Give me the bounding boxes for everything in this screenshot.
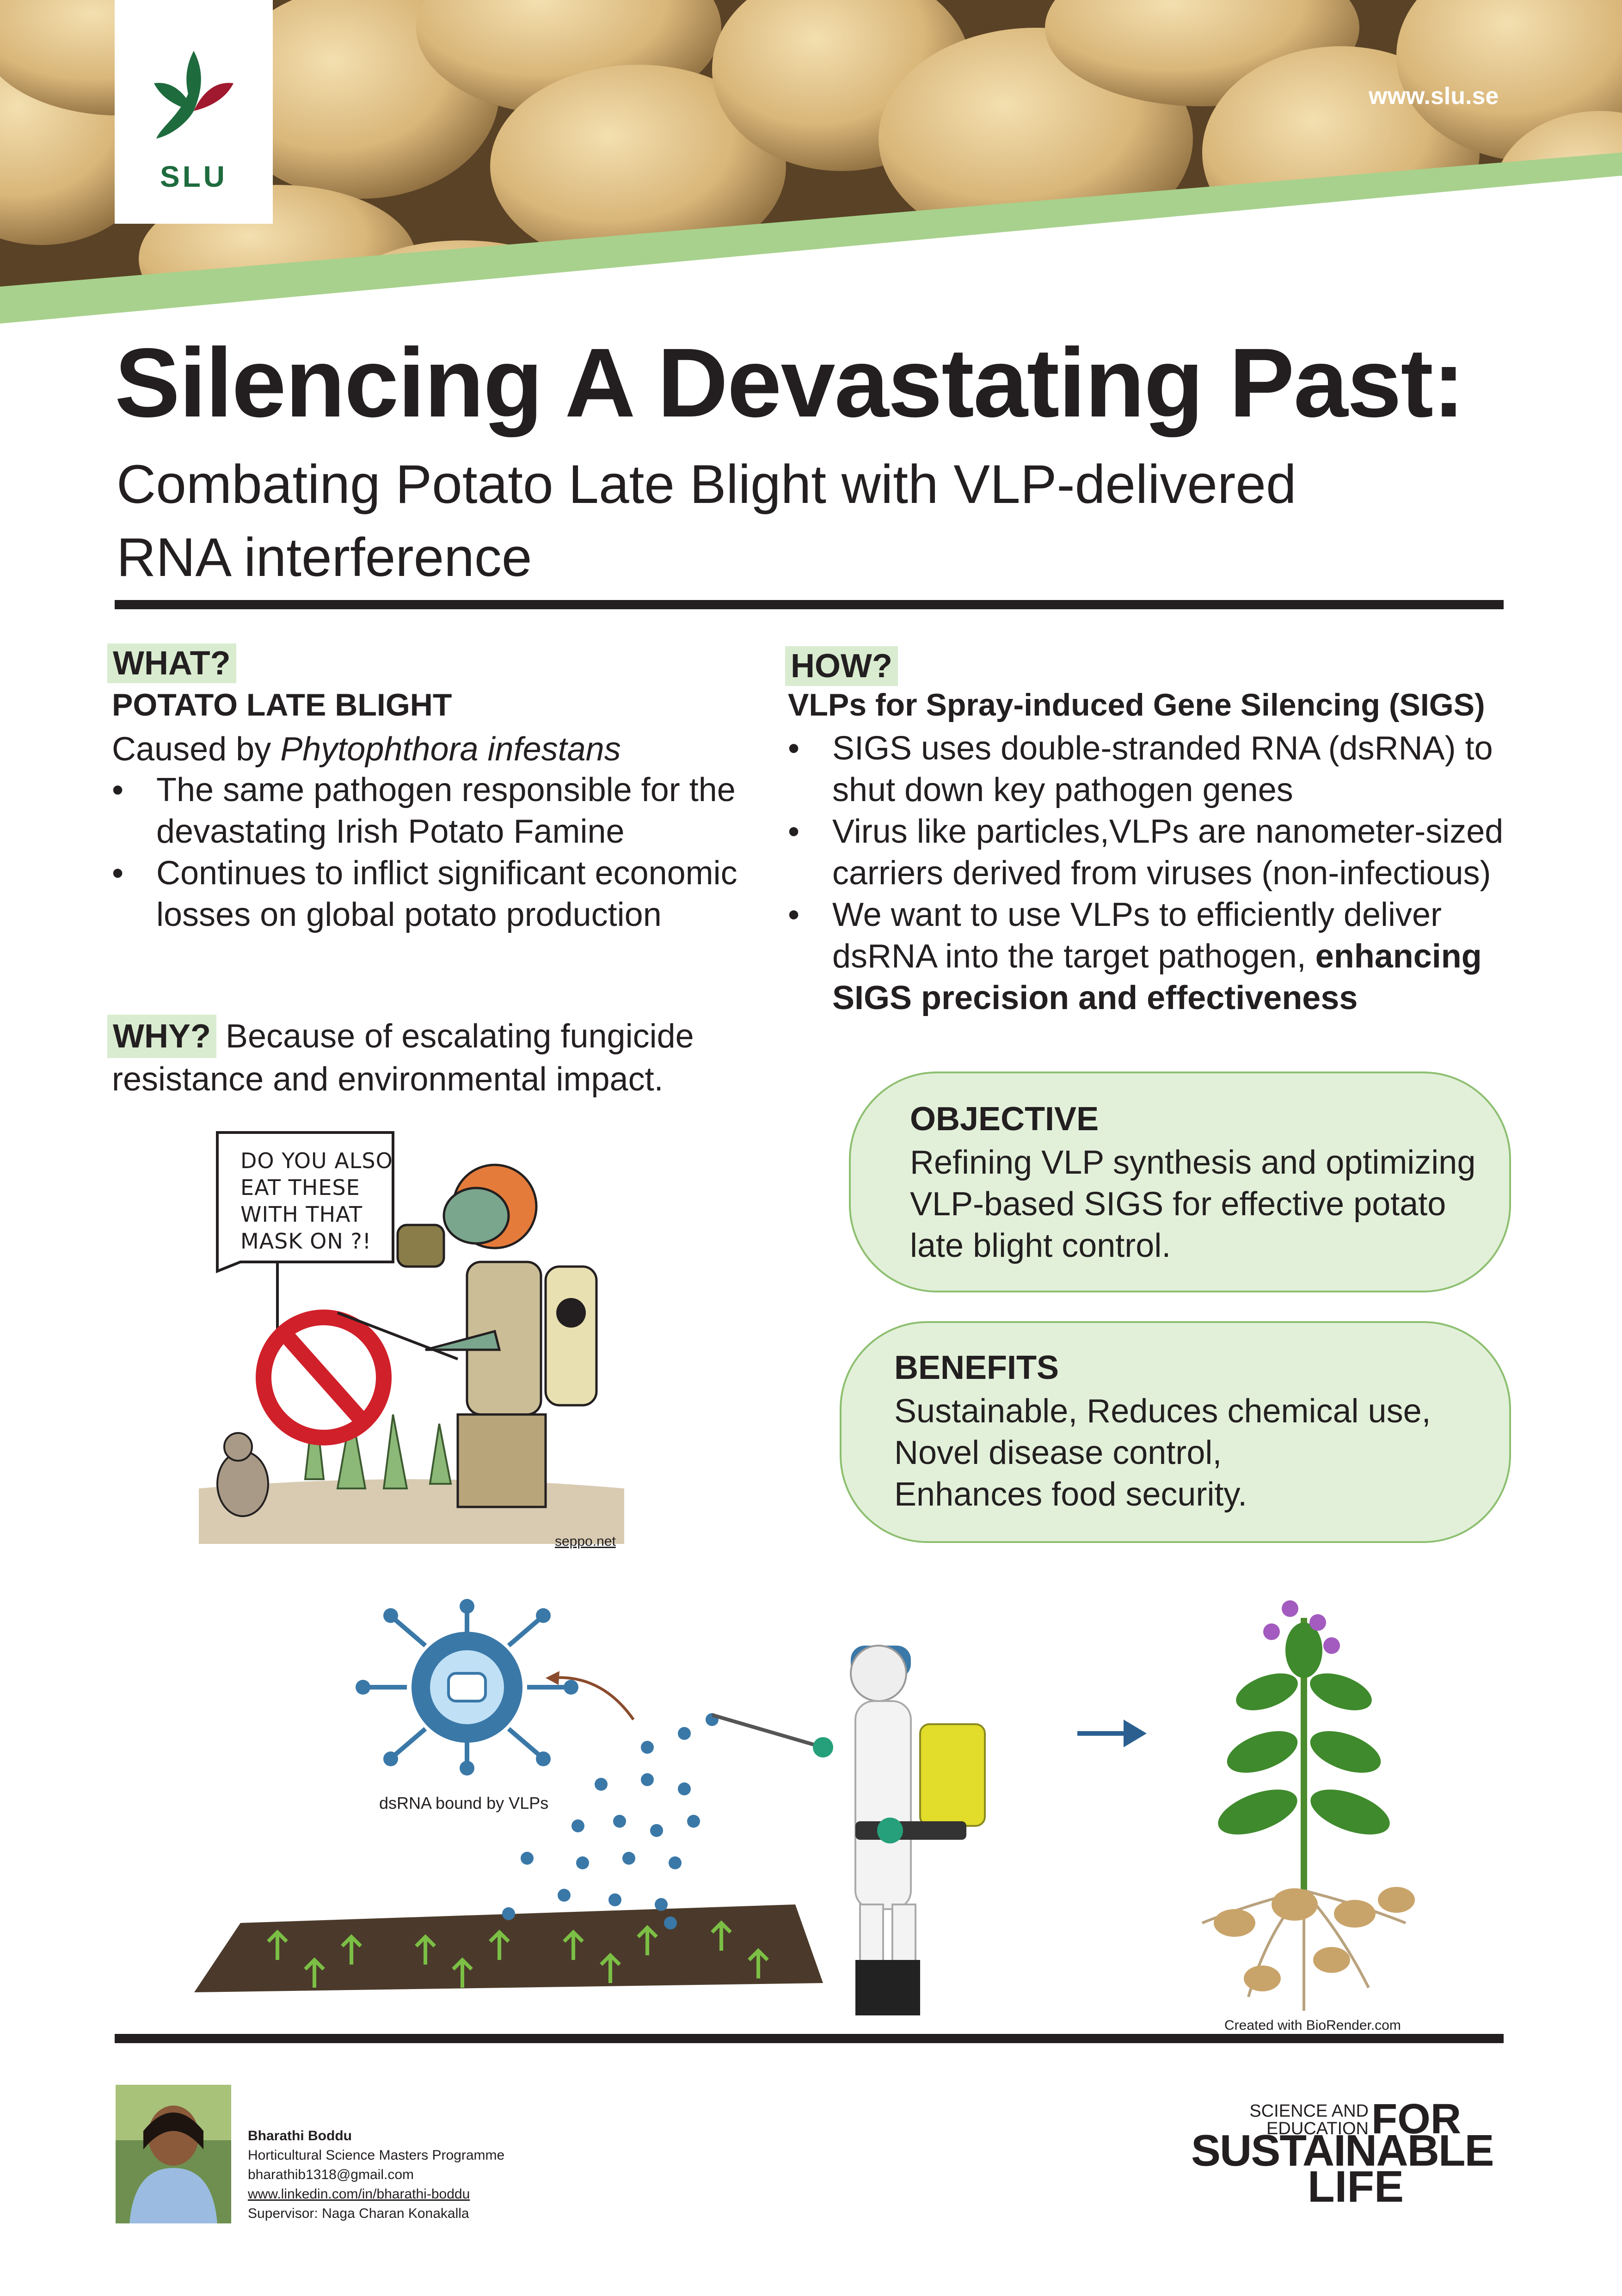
benefits-box — [840, 1321, 1511, 1543]
vlp-droplets — [502, 1713, 719, 1929]
benefit-line: Sustainable, Reduces chemical use, — [894, 1393, 1431, 1430]
author-photo — [116, 2085, 231, 2223]
why-line: WHY? Because of escalating fungicide — [107, 1015, 694, 1058]
author-linkedin-link[interactable]: www.linkedin.com/in/bharathi-boddu — [248, 2186, 470, 2202]
prohibition-sign-icon — [256, 1310, 392, 1445]
author-programme: Horticultural Science Masters Programme — [248, 2148, 505, 2163]
mouse-icon — [216, 1432, 269, 1517]
divider-top — [115, 600, 1504, 609]
objective-text: Refining VLP synthesis and optimizing VL… — [910, 1144, 1476, 1264]
why-tag: WHY? — [107, 1015, 216, 1058]
person-gas-mask-icon — [337, 1163, 598, 1508]
how-bullet3-bold: enhancing SIGS precision and effectivene… — [832, 938, 1482, 1016]
caused-by-line: Caused by Phytophthora infestans — [112, 729, 621, 770]
slogan-small-line: EDUCATION — [1266, 2119, 1369, 2138]
curved-arrow-icon — [550, 1676, 635, 1720]
objective-title: OBJECTIVE — [910, 1101, 1099, 1138]
slogan-small: SCIENCE AND EDUCATION — [1248, 2102, 1369, 2137]
list-item: We want to use VLPs to efficiently deliv… — [788, 894, 1546, 1019]
header-banner — [0, 0, 1622, 333]
cartoon-credit-link[interactable]: seppo.net — [555, 1534, 616, 1549]
benefits-text: Sustainable, Reduces chemical use, Novel… — [894, 1390, 1495, 1515]
speech-bubble — [216, 1131, 394, 1274]
author-name: Bharathi Boddu — [248, 2128, 352, 2143]
list-item: Continues to inflict significant economi… — [112, 852, 741, 936]
bubble-line: EAT THESE — [240, 1175, 360, 1200]
why-text-2: resistance and environmental impact. — [112, 1061, 664, 1098]
potato-plant-icon — [1201, 1600, 1415, 2011]
author-supervisor: Supervisor: Naga Charan Konakalla — [248, 2206, 469, 2221]
how-tag: HOW? — [785, 646, 898, 686]
how-bullet3-plain: We want to use VLPs to efficiently deliv… — [832, 896, 1442, 975]
subtitle-line-2: RNA interference — [117, 527, 532, 588]
sigs-illustration — [185, 1581, 1480, 2034]
leaf-logo-icon — [154, 51, 233, 139]
how-heading: VLPs for Spray-induced Gene Silencing (S… — [788, 687, 1485, 722]
author-email[interactable]: bharathib1318@gmail.com — [248, 2167, 414, 2182]
what-tag: WHAT? — [107, 643, 236, 683]
biorender-credit: Created with BioRender.com — [1224, 2018, 1401, 2033]
vlp-particle-icon — [356, 1599, 578, 1776]
how-bullet-list: SIGS uses double-stranded RNA (dsRNA) to… — [788, 728, 1546, 1019]
subtitle-line-1: Combating Potato Late Blight with VLP-de… — [117, 454, 1296, 515]
divider-bottom — [115, 2034, 1504, 2043]
slogan-life: LIFE — [1308, 2162, 1404, 2211]
author-info: Bharathi Boddu Horticultural Science Mas… — [248, 2126, 504, 2223]
caused-prefix: Caused by — [112, 731, 281, 768]
bubble-line: MASK ON ?! — [240, 1229, 372, 1254]
what-bullet-list: The same pathogen responsible for the de… — [112, 769, 741, 936]
list-item: SIGS uses double-stranded RNA (dsRNA) to… — [788, 728, 1546, 811]
slogan-small-line: SCIENCE AND — [1249, 2101, 1369, 2121]
potato-photo — [0, 0, 1622, 333]
right-arrow-icon — [1077, 1720, 1147, 1747]
benefits-title: BENEFITS — [894, 1349, 1059, 1386]
slogan-sustainable: SUSTAINABLE — [1191, 2126, 1494, 2175]
bubble-line: WITH THAT — [240, 1202, 363, 1227]
slu-logo — [115, 0, 273, 224]
benefit-line: Novel disease control, — [894, 1434, 1222, 1471]
logo-text: SLU — [160, 160, 227, 193]
poster-title: Silencing A Devastating Past: — [115, 328, 1465, 437]
list-item: The same pathogen responsible for the de… — [112, 769, 741, 852]
speech-bubble-text: DO YOU ALSO EAT THESE WITH THAT MASK ON … — [240, 1147, 393, 1255]
sprayer-person-icon — [711, 1645, 986, 2015]
vlp-caption: dsRNA bound by VLPs — [379, 1794, 549, 1812]
website-url[interactable]: www.slu.se — [1369, 83, 1499, 110]
species-name: Phytophthora infestans — [280, 731, 621, 768]
why-text-1: Because of escalating fungicide — [216, 1018, 694, 1055]
bubble-line: DO YOU ALSO — [240, 1148, 393, 1173]
objective-box — [849, 1071, 1511, 1292]
cartoon-illustration — [199, 1119, 624, 1544]
benefit-line: Enhances food security. — [894, 1476, 1247, 1513]
slogan-for: FOR — [1371, 2095, 1462, 2143]
list-item: Virus like particles,VLPs are nanometer-… — [788, 811, 1546, 894]
what-heading: POTATO LATE BLIGHT — [112, 687, 452, 722]
